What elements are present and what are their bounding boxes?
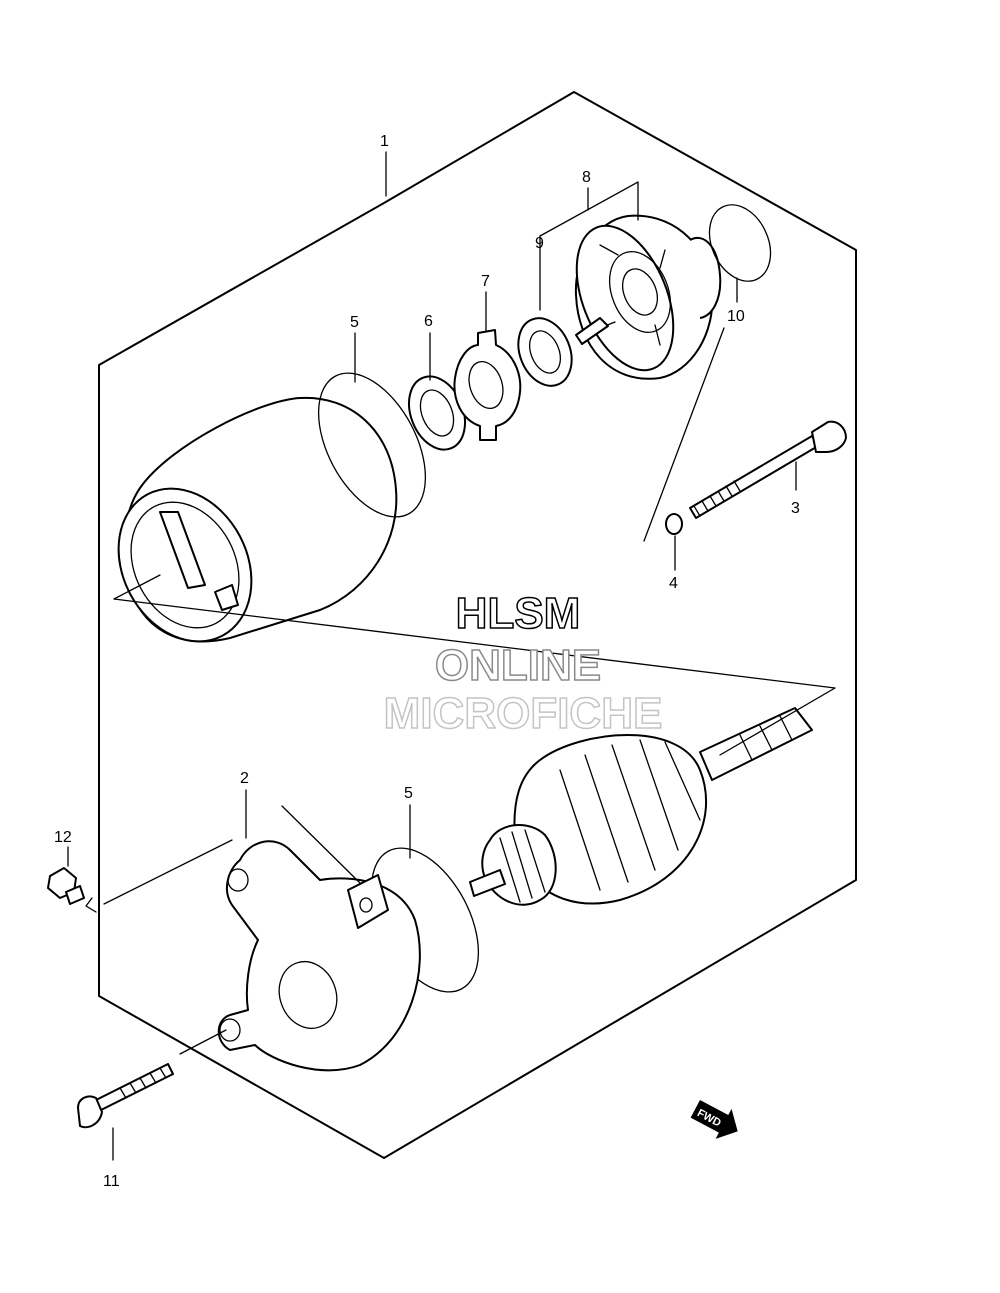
callout-9: 9 bbox=[535, 235, 544, 252]
through-bolt bbox=[689, 420, 847, 519]
assembly-boundary bbox=[98, 91, 857, 1159]
end-cover bbox=[574, 214, 722, 380]
front-housing bbox=[217, 840, 421, 1072]
callout-6: 6 bbox=[424, 313, 433, 330]
armature bbox=[469, 707, 813, 906]
callout-5-lower: 5 bbox=[404, 785, 413, 802]
callout-2: 2 bbox=[240, 770, 249, 787]
lock-plate bbox=[453, 329, 522, 441]
leader-lines bbox=[67, 151, 836, 1161]
bolt-washer bbox=[665, 513, 683, 535]
callout-5-upper: 5 bbox=[350, 314, 359, 331]
oil-seal bbox=[517, 317, 573, 387]
o-ring-end-cover bbox=[708, 204, 772, 282]
callout-12: 12 bbox=[54, 829, 72, 846]
callout-8: 8 bbox=[582, 169, 591, 186]
callout-4: 4 bbox=[669, 575, 678, 592]
callout-11: 11 bbox=[103, 1173, 120, 1190]
yoke-housing bbox=[117, 396, 398, 643]
watermark-line-1: HLSM bbox=[456, 589, 581, 638]
mounting-bolt bbox=[77, 1063, 174, 1129]
small-bolt bbox=[47, 867, 85, 905]
o-ring-upper bbox=[317, 372, 427, 518]
watermark-line-3: MICROFICHE bbox=[384, 689, 663, 738]
callout-3: 3 bbox=[791, 500, 800, 517]
callout-10: 10 bbox=[727, 308, 745, 325]
watermark-line-2: ONLINE bbox=[435, 641, 601, 690]
fwd-direction-badge: FWD bbox=[690, 1100, 738, 1139]
callout-7: 7 bbox=[481, 273, 490, 290]
callout-1: 1 bbox=[380, 133, 389, 150]
